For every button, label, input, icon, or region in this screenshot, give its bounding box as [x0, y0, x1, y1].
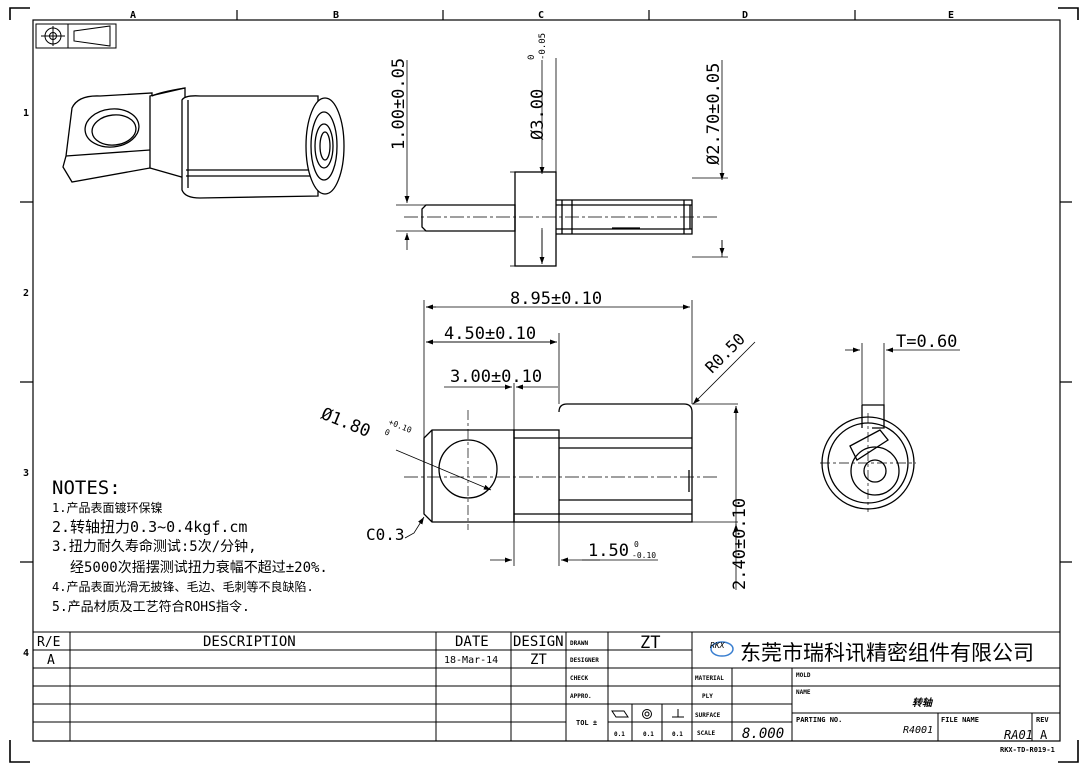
zone-row-4: 4	[23, 648, 29, 659]
dim-flange-diameter: Ø3.00	[528, 89, 548, 140]
tb-rev-value: A	[1040, 728, 1048, 742]
tb-scale-value: 8.000	[742, 726, 784, 742]
sheet-frame	[9, 7, 1079, 763]
dim-flange-thickness: 1.50	[588, 541, 629, 561]
rev-row1-re: A	[47, 653, 55, 668]
logo-text: RKX	[710, 641, 726, 650]
tb-tol-concentricity: 0.1	[643, 731, 654, 738]
tb-tol-flatness: 0.1	[614, 731, 625, 738]
note-2: 2.转轴扭力0.3~0.4kgf.cm	[52, 518, 247, 536]
tb-designer-label: DESIGNER	[570, 657, 599, 664]
zone-col-d: D	[742, 10, 748, 21]
notes-title: NOTES:	[52, 477, 121, 499]
dim-tab-length: 3.00±0.10	[450, 367, 542, 387]
zone-row-3: 3	[23, 468, 29, 479]
note-3: 3.扭力耐久寿命测试:5次/分钟,	[52, 538, 257, 555]
dim-hole-diameter-tol-lo: 0	[383, 428, 391, 438]
dim-barrel-diameter: Ø2.70±0.05	[704, 63, 724, 165]
dim-chamfer: C0.3	[366, 525, 405, 544]
tb-rev-label: REV	[1036, 716, 1049, 724]
dim-corner-radius: R0.50	[701, 329, 748, 376]
zone-col-b: B	[333, 10, 339, 21]
tb-drawn-label: DRAWN	[570, 640, 588, 647]
zone-labels: A B C D E 1 2 3 4	[23, 10, 954, 659]
title-block: DRAWN ZT DESIGNER CHECK APPRO. TOL ± 0.1…	[566, 631, 1060, 754]
note-3b: 经5000次摇摆测试扭力衰幅不超过±20%.	[70, 559, 328, 576]
tb-tol-label: TOL ±	[576, 719, 597, 727]
zone-col-e: E	[948, 10, 954, 21]
tb-partno-label: PARTING NO.	[796, 716, 842, 724]
isometric-view	[62, 87, 345, 199]
concentricity-outer-icon	[642, 709, 652, 719]
dim-flange-thickness-tol-up: 0	[634, 540, 639, 549]
dim-pin-thickness: 1.00±0.05	[389, 58, 409, 150]
zone-col-a: A	[130, 10, 136, 21]
end-view: T=0.60	[820, 332, 960, 512]
tb-scale-label: SCALE	[697, 730, 715, 737]
tb-drawn-value: ZT	[640, 633, 660, 653]
tb-name-label: NAME	[796, 689, 811, 696]
dim-flange-thickness-tol-lo: -0.10	[632, 551, 656, 560]
notes-block: NOTES: 1.产品表面镀环保镍 2.转轴扭力0.3~0.4kgf.cm 3.…	[52, 477, 328, 615]
dim-hole-diameter-tol-up: +0.10	[387, 418, 413, 435]
rev-row1-design: ZT	[530, 652, 547, 668]
dim-flange-diameter-tol-lo: -0.05	[538, 33, 548, 60]
tb-partno-value: R4001	[903, 725, 933, 736]
rev-header-date: DATE	[455, 634, 489, 650]
zone-row-1: 1	[23, 108, 29, 119]
rev-row1-date: 18-Mar-14	[444, 655, 498, 666]
dim-flange-diameter-tol-up: 0	[527, 55, 537, 60]
main-view: 8.95±0.10 4.50±0.10 3.00±0.10 R0.50 Ø1.8…	[318, 289, 756, 590]
tb-appro-label: APPRO.	[570, 693, 592, 700]
tb-name-value: 转轴	[912, 697, 934, 709]
rev-header-description: DESCRIPTION	[203, 634, 296, 650]
rev-header-re: R/E	[37, 635, 60, 650]
tb-mold-label: MOLD	[796, 672, 811, 679]
dim-barrel-height: 2.40±0.10	[730, 498, 750, 590]
note-4: 4.产品表面光滑无披锋、毛边、毛刺等不良缺陷.	[52, 579, 314, 594]
note-5: 5.产品材质及工艺符合ROHS指令.	[52, 599, 250, 615]
dim-tab-flange-length: 4.50±0.10	[444, 324, 536, 344]
perpendicularity-icon	[672, 709, 684, 718]
tb-check-label: CHECK	[570, 675, 588, 682]
note-1: 1.产品表面镀环保镍	[52, 501, 162, 515]
dim-hole-diameter: Ø1.80	[318, 404, 373, 442]
zone-row-2: 2	[23, 288, 29, 299]
tb-surface-label: SURFACE	[695, 712, 721, 719]
dim-total-length: 8.95±0.10	[510, 289, 602, 309]
tb-material-label: MATERIAL	[695, 675, 724, 682]
tb-company-name: 东莞市瑞科讯精密组件有限公司	[740, 641, 1034, 665]
tb-filename-label: FILE NAME	[941, 716, 979, 724]
projection-symbol	[35, 23, 117, 49]
dim-tab-thickness: T=0.60	[896, 332, 957, 352]
flatness-icon	[611, 710, 629, 718]
company-logo: RKX	[710, 641, 734, 657]
tb-tol-perpendicularity: 0.1	[672, 731, 683, 738]
zone-col-c: C	[538, 10, 544, 21]
tb-filename-value: RA01	[1004, 728, 1033, 742]
rev-header-design: DESIGN	[513, 634, 564, 650]
tb-ply-label: PLY	[702, 693, 713, 700]
front-view: 1.00±0.05 Ø3.00 0 -0.05 Ø2.70±0.05	[389, 33, 728, 267]
revision-table: R/E DESCRIPTION DATE DESIGN A 18-Mar-14 …	[33, 631, 567, 741]
doc-number: RKX-TD-R019-1	[1000, 746, 1055, 754]
tol-symbols	[611, 709, 684, 719]
concentricity-inner-icon	[644, 711, 650, 717]
